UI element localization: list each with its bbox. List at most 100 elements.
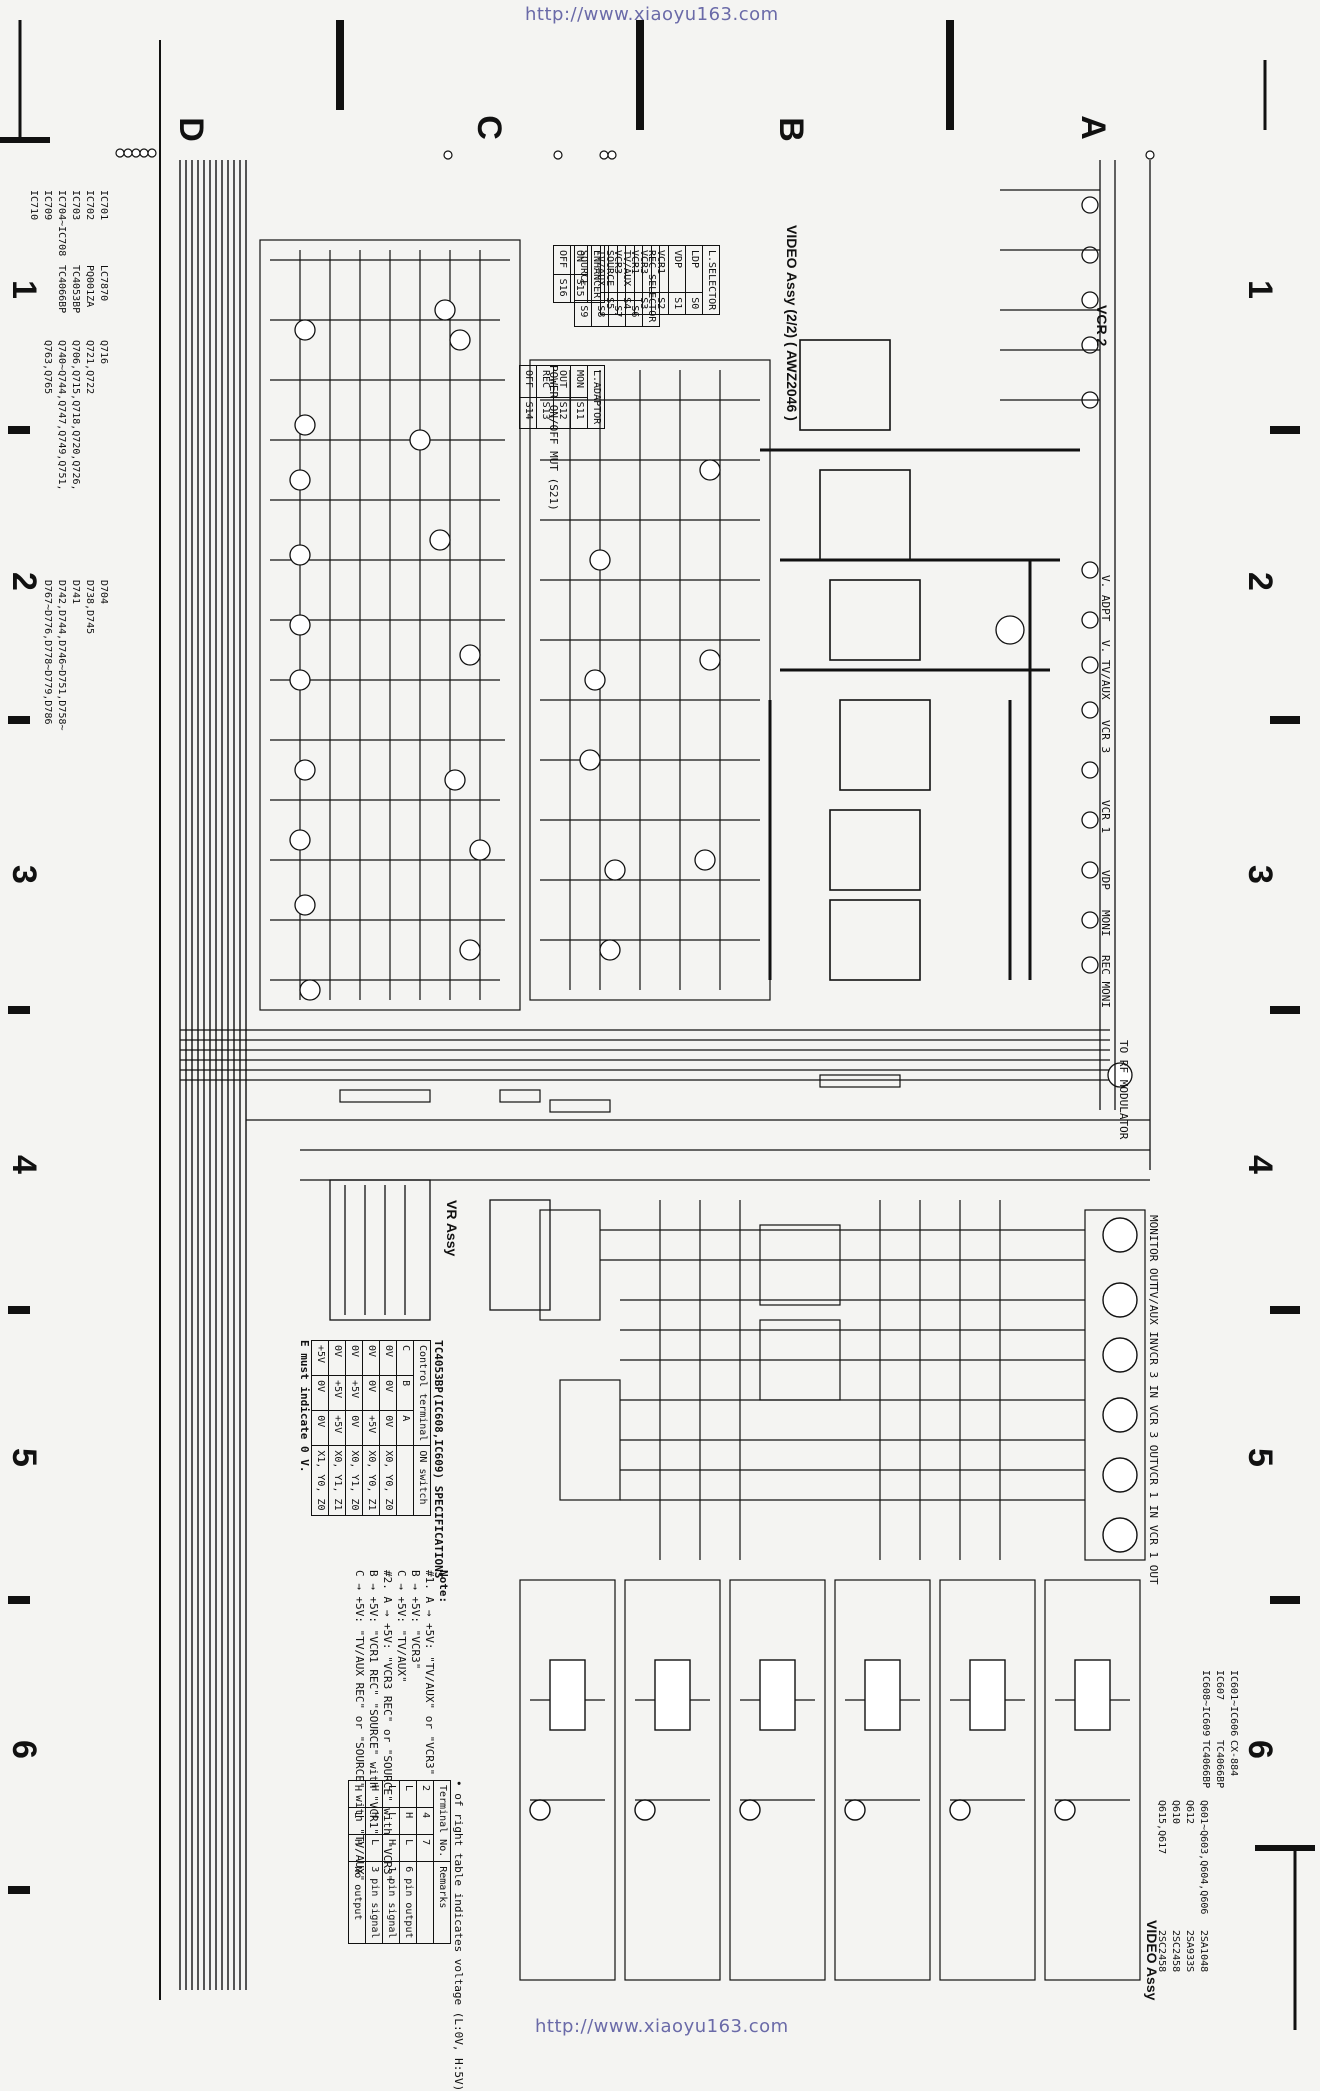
parts-right-q-types: 2SA1048 2SA933S 2SC2458 2SC2458 (1154, 1930, 1210, 1972)
parts-left-transistor: Q763,Q765 (42, 340, 53, 395)
spec-table-title: TC4053BP(IC608,IC609) SPECIFICATIONS (432, 1340, 445, 1579)
parts-left-ic-list: IC701 IC702 IC703 IC704~IC708 IC709 IC71… (26, 190, 110, 256)
parts-right-ic: IC607 (1214, 1670, 1225, 1701)
table-cell: 6 pin output (399, 1861, 417, 1943)
table-cell: S7 (608, 300, 626, 327)
grid-num-right-6: 6 (1240, 1740, 1279, 1759)
grid-num-right-2: 2 (1240, 572, 1279, 591)
grid-num-left-4: 4 (4, 1155, 43, 1174)
table-cell: H (382, 1834, 400, 1862)
table-cell: S1 (668, 292, 686, 315)
table-cell: 1 pin signal (382, 1861, 400, 1943)
table-cell: 0V (379, 1375, 397, 1411)
input-label-rec-moni: REC MONI (1099, 955, 1112, 1008)
table-cell: A (396, 1410, 414, 1446)
spec-note: E must indicate 0 V. (298, 1340, 311, 1473)
table-cell: S11 (570, 397, 588, 429)
table-cell: 3 pin signal (365, 1861, 383, 1943)
assy-title: VIDEO Assy (2/2) ( AWZ2046 ) (784, 225, 800, 421)
table-cell: C (396, 1340, 414, 1376)
table-cell: H (399, 1807, 417, 1835)
table-cell: X0, Y0, Z0 (379, 1445, 397, 1516)
parts-right-q: Q610 (1170, 1800, 1181, 1825)
table-cell: 7 (416, 1834, 434, 1862)
terminal-caption: • of right table indicates voltage (L:0V… (452, 1780, 465, 2091)
grid-num-right-5: 5 (1240, 1448, 1279, 1467)
parts-left-ic: IC703 (70, 190, 81, 221)
connectors (339, 1074, 901, 1113)
lower-matrix (539, 1200, 1085, 1560)
table-cell: 2 (416, 1780, 434, 1808)
table-cell: 4 (416, 1807, 434, 1835)
table-cell: S9 (574, 300, 592, 327)
table-cell: X0, Y1, Z1 (328, 1445, 346, 1516)
table-cell: 0V (379, 1340, 397, 1376)
table-cell: S8 (591, 300, 609, 327)
thick-traces (760, 448, 1080, 980)
right-ticks (1270, 426, 1300, 1604)
table-cell: VDP (668, 245, 686, 293)
table-cell: LDP (685, 245, 703, 293)
parts-right-q: Q601~Q603,Q604,Q606 (1198, 1800, 1209, 1915)
table-cell: S15 (570, 274, 588, 303)
parts-right-ic: IC608~IC609 (1200, 1670, 1211, 1737)
table-cell: 0V (328, 1340, 346, 1376)
grid-num-right-1: 1 (1240, 280, 1279, 299)
l-selector-title: L.SELECTOR (702, 245, 720, 315)
table-cell: L (365, 1834, 383, 1862)
grid-num-left-2: 2 (4, 572, 43, 591)
parts-left-diode: D741 (70, 580, 81, 605)
grid-num-left-6: 6 (4, 1740, 43, 1759)
table-cell: L (382, 1807, 400, 1835)
table-cell: H (348, 1780, 366, 1808)
parts-left-ic-type: TC4053BP (70, 265, 81, 314)
test-points (115, 148, 1155, 160)
rec-selector-title: REC SELECTOR (642, 245, 660, 327)
parts-left-ic: IC702 (84, 190, 95, 221)
adaptor-title: L.ADAPTOR (587, 365, 605, 429)
s-label-tvaux-in: TV/AUX IN (1147, 1285, 1160, 1345)
table-cell: OFF (519, 365, 537, 398)
vr-assy-region (329, 1179, 551, 1321)
table-cell: OFF (553, 245, 571, 275)
left-ticks (8, 426, 30, 1894)
table-cell: L (399, 1780, 417, 1808)
parts-right-ic-list: IC601~IC606 IC607 IC608~IC609 (1198, 1670, 1240, 1736)
s-label-vcr1-in: VCR 1 IN (1147, 1465, 1160, 1518)
table-cell: H (365, 1780, 383, 1808)
enhancer-title: ENHANCER (587, 245, 605, 303)
parts-left-transistor: Q706,Q715,Q718,Q720,Q726, (70, 340, 81, 491)
terminal-col-title: Terminal No. (433, 1780, 451, 1862)
parts-left-ic: IC701 (98, 190, 109, 221)
parts-right-ic-types: CX-884 TC4066BP TC4066BP (1198, 1740, 1240, 1788)
table-cell: 0V (362, 1340, 380, 1376)
grid-num-left-3: 3 (4, 865, 43, 884)
table-cell: X1, Y0, Z0 (311, 1445, 329, 1516)
s-label-vcr1-out: VCR 1 OUT (1147, 1525, 1160, 1585)
parts-left-transistor: Q716 (98, 340, 109, 365)
table-cell: H (348, 1834, 366, 1862)
parts-left-diode: D738,D745 (84, 580, 95, 635)
table-cell: 0V (379, 1410, 397, 1446)
terminal-table-wrap: • of right table indicates voltage (L:0V… (348, 1780, 465, 2091)
input-label-moni: MONI (1099, 910, 1112, 937)
rf-modulator-label: TO RF MODULATOR (1117, 1040, 1130, 1140)
schematic-sheet (0, 20, 1315, 2030)
parts-left-ic: IC710 (28, 190, 39, 221)
horizontal-bus (180, 1029, 1150, 1181)
table-cell: 0V (362, 1375, 380, 1411)
spec-header-on: ON switch (413, 1445, 431, 1516)
table-cell: S6 (625, 300, 643, 327)
table-cell: +5V (362, 1410, 380, 1446)
table-cell: 0V (311, 1375, 329, 1411)
table-cell (416, 1861, 434, 1943)
parts-right-q: Q615,Q617 (1156, 1800, 1167, 1855)
table-cell: L (382, 1780, 400, 1808)
table-cell: +5V (328, 1375, 346, 1411)
